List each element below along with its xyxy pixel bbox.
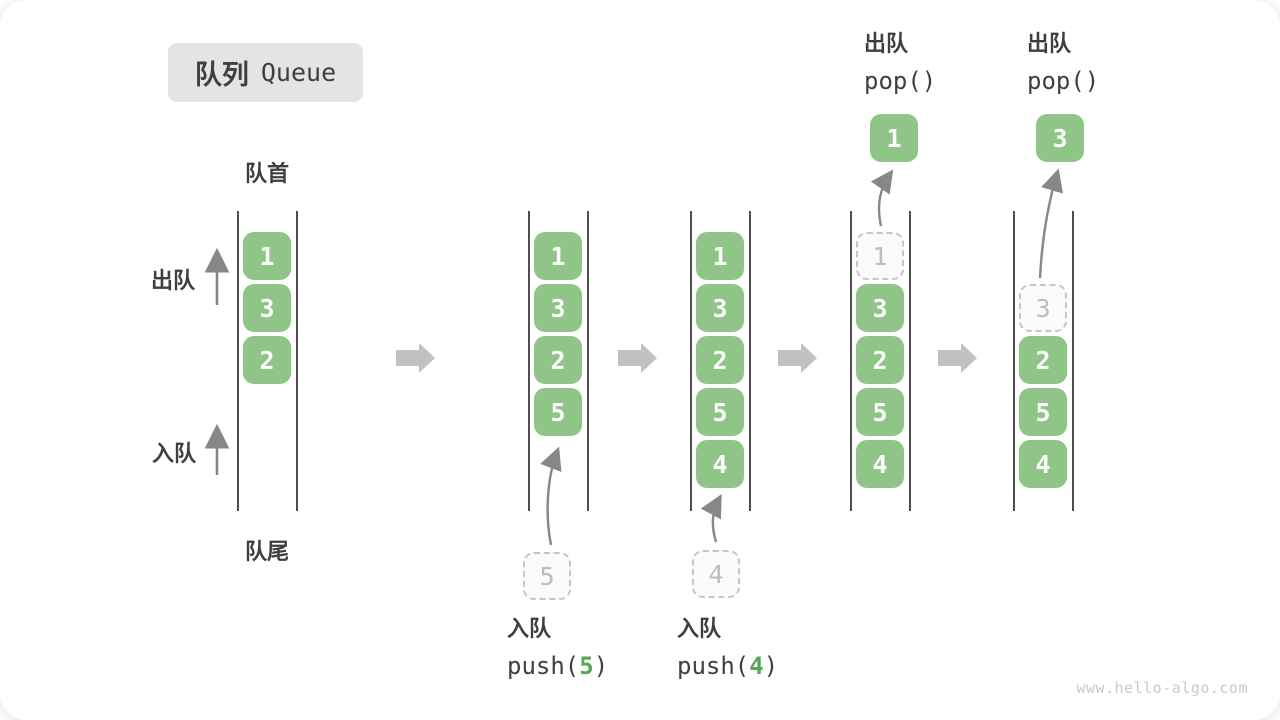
pop-code: pop() (1027, 67, 1100, 95)
next-state-arrow (396, 343, 435, 373)
title-zh: 队列 (194, 60, 249, 90)
push-code-arg: 5 (579, 652, 594, 680)
queue-cell: 4 (696, 440, 744, 488)
push-code: push(4) (677, 653, 778, 679)
queue-tail-label: 队尾 (244, 539, 289, 564)
queue-cell: 3 (243, 284, 291, 332)
queue-state-5: 3 2 5 4 (1013, 211, 1074, 511)
queue-cell: 2 (534, 336, 582, 384)
watermark: www.hello-algo.com (1076, 679, 1248, 697)
queue-cell: 5 (1019, 388, 1067, 436)
queue-cell: 5 (696, 388, 744, 436)
queue-wall-right (749, 211, 751, 511)
queue-cell: 1 (696, 232, 744, 280)
queue-cell: 2 (1019, 336, 1067, 384)
push-annotation-5: 入队 push(5) (507, 616, 608, 679)
queue-wall-right (1072, 211, 1074, 511)
queue-cell: 2 (856, 336, 904, 384)
push-code-prefix: push( (677, 652, 750, 680)
enqueue-label: 入队 (677, 616, 722, 641)
queue-wall-left (690, 211, 692, 511)
title-badge: 队列 Queue (168, 43, 363, 102)
queue-head-label: 队首 (244, 161, 289, 186)
popped-element-3: 3 (1036, 114, 1084, 162)
queue-wall-right (587, 211, 589, 511)
queue-cell: 2 (243, 336, 291, 384)
dequeue-side-label: 出队 (151, 268, 196, 293)
push-annotation-4: 入队 push(4) (677, 616, 778, 679)
push-code: push(5) (507, 653, 608, 679)
incoming-element-4: 4 (692, 550, 740, 598)
incoming-element-5: 5 (523, 552, 571, 600)
queue-cell: 3 (696, 284, 744, 332)
queue-cell: 5 (856, 388, 904, 436)
popped-element-1: 1 (870, 114, 918, 162)
queue-cell: 4 (856, 440, 904, 488)
queue-wall-left (528, 211, 530, 511)
removed-cell-ghost: 3 (1019, 284, 1067, 332)
queue-state-2: 1 3 2 5 (528, 211, 589, 511)
push-code-suffix: ) (593, 652, 609, 680)
queue-wall-right (909, 211, 911, 511)
queue-cell: 1 (534, 232, 582, 280)
queue-wall-right (296, 211, 298, 511)
title-en: Queue (260, 58, 337, 87)
push-code-suffix: ) (763, 652, 779, 680)
queue-cell: 3 (856, 284, 904, 332)
push-code-prefix: push( (507, 652, 580, 680)
queue-cell: 3 (534, 284, 582, 332)
next-state-arrow (938, 343, 977, 373)
enqueue-label: 入队 (507, 616, 552, 641)
queue-state-1: 1 3 2 (237, 211, 298, 511)
dequeue-label: 出队 (864, 31, 909, 56)
queue-cell: 1 (243, 232, 291, 280)
queue-wall-left (1013, 211, 1015, 511)
dequeue-label: 出队 (1027, 31, 1072, 56)
removed-cell-ghost: 1 (856, 232, 904, 280)
queue-state-3: 1 3 2 5 4 (690, 211, 751, 511)
queue-wall-left (850, 211, 852, 511)
queue-cell: 2 (696, 336, 744, 384)
push-code-arg: 4 (749, 652, 764, 680)
queue-cell: 4 (1019, 440, 1067, 488)
pop-annotation-2: 出队 pop() (1027, 31, 1099, 94)
queue-wall-left (237, 211, 239, 511)
queue-cell: 5 (534, 388, 582, 436)
pop-code: pop() (864, 67, 937, 95)
queue-state-4: 1 3 2 5 4 (850, 211, 911, 511)
pop-annotation-1: 出队 pop() (864, 31, 936, 94)
next-state-arrow (778, 343, 817, 373)
next-state-arrow (618, 343, 657, 373)
enqueue-side-label: 入队 (152, 441, 197, 466)
